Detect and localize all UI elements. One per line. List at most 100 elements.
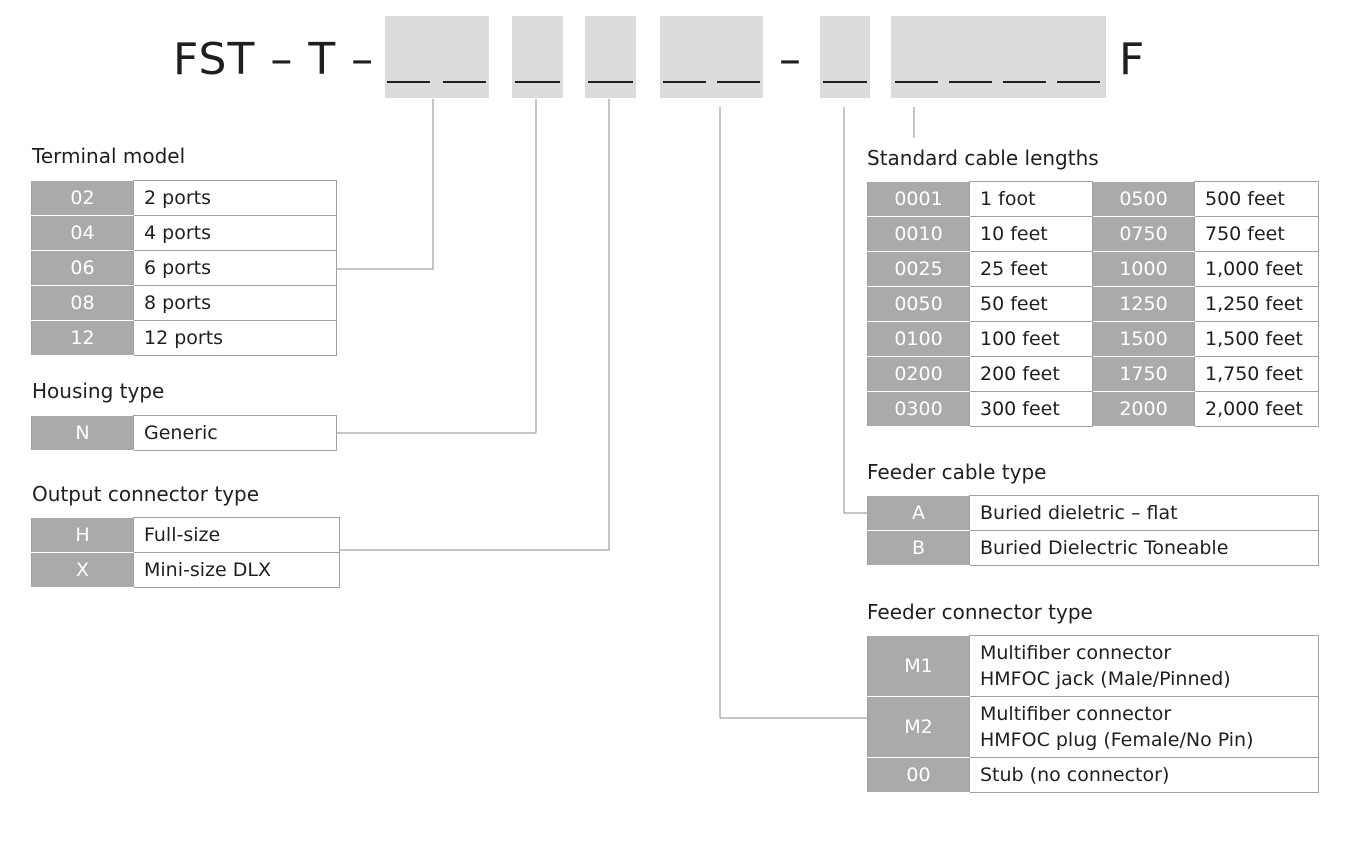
desc-cell: 300 feet — [969, 391, 1093, 427]
code-cell: 02 — [31, 180, 134, 216]
desc-cell: 750 feet — [1194, 216, 1319, 252]
blank-line — [1003, 81, 1046, 83]
desc-line-2: HMFOC plug (Female/No Pin) — [980, 729, 1254, 751]
connector-housing-type — [336, 99, 537, 434]
desc-cell: 1,000 feet — [1194, 251, 1319, 287]
table-row: 02 2 ports — [31, 180, 337, 216]
code-cell: 0200 — [867, 356, 970, 392]
slot-output-connector — [585, 16, 636, 98]
table-row: 0200 200 feet 1750 1,750 feet — [867, 356, 1319, 392]
table-row: 0001 1 foot 0500 500 feet — [867, 181, 1319, 217]
blank-line — [823, 81, 867, 83]
blank-line — [588, 81, 633, 83]
connector-output-connector — [339, 99, 610, 551]
cable-lengths-table: 0001 1 foot 0500 500 feet 0010 10 feet 0… — [867, 181, 1319, 427]
code-cell: 04 — [31, 215, 134, 251]
code-cell: M2 — [867, 696, 970, 758]
table-row: A Buried dieletric – flat — [867, 495, 1319, 531]
slot-cable-length — [891, 16, 1106, 98]
desc-cell: 1,500 feet — [1194, 321, 1319, 357]
slot-feeder-connector — [660, 16, 763, 98]
code-cell: 2000 — [1092, 391, 1195, 427]
housing-type-title: Housing type — [32, 379, 165, 403]
table-row: 0300 300 feet 2000 2,000 feet — [867, 391, 1319, 427]
desc-cell: 2 ports — [133, 180, 337, 216]
desc-line-2: HMFOC jack (Male/Pinned) — [980, 668, 1231, 690]
part-number-separator: – — [779, 34, 802, 85]
table-row: 0010 10 feet 0750 750 feet — [867, 216, 1319, 252]
code-cell: 0025 — [867, 251, 970, 287]
desc-cell: 50 feet — [969, 286, 1093, 322]
feeder-cable-title: Feeder cable type — [867, 460, 1047, 484]
blank-line — [717, 81, 760, 83]
desc-cell: Multifiber connector HMFOC jack (Male/Pi… — [969, 635, 1319, 697]
desc-cell: Mini-size DLX — [133, 552, 340, 588]
desc-cell: Stub (no connector) — [969, 757, 1319, 793]
desc-cell: Multifiber connector HMFOC plug (Female/… — [969, 696, 1319, 758]
blank-line — [1057, 81, 1100, 83]
desc-cell: 6 ports — [133, 250, 337, 286]
table-row: N Generic — [31, 415, 337, 451]
blank-line — [387, 81, 430, 83]
blank-line — [949, 81, 992, 83]
blank-line — [895, 81, 938, 83]
desc-cell: 2,000 feet — [1194, 391, 1319, 427]
feeder-connector-table: M1 Multifiber connector HMFOC jack (Male… — [867, 635, 1319, 793]
table-row: 06 6 ports — [31, 250, 337, 286]
part-number-prefix: FST – T – — [173, 34, 375, 85]
desc-cell: 10 feet — [969, 216, 1093, 252]
feeder-connector-title: Feeder connector type — [867, 600, 1093, 624]
connector-feeder-connector — [719, 107, 867, 719]
terminal-model-title: Terminal model — [32, 144, 186, 168]
output-connector-title: Output connector type — [32, 482, 260, 506]
code-cell: 0300 — [867, 391, 970, 427]
slot-housing-type — [512, 16, 563, 98]
part-number-suffix: F — [1119, 34, 1146, 85]
code-cell: 1000 — [1092, 251, 1195, 287]
table-row: 00 Stub (no connector) — [867, 757, 1319, 793]
connector-feeder-cable — [843, 107, 867, 514]
table-row: X Mini-size DLX — [31, 552, 340, 588]
connector-terminal-model — [336, 99, 434, 270]
desc-cell: 1,750 feet — [1194, 356, 1319, 392]
code-cell: 0100 — [867, 321, 970, 357]
table-row: 04 4 ports — [31, 215, 337, 251]
feeder-cable-table: A Buried dieletric – flat B Buried Diele… — [867, 495, 1319, 566]
part-number-template: FST – T – – F — [0, 0, 1351, 110]
code-cell: 0500 — [1092, 181, 1195, 217]
code-cell: M1 — [867, 635, 970, 697]
desc-cell: 200 feet — [969, 356, 1093, 392]
blank-line — [663, 81, 706, 83]
code-cell: 0001 — [867, 181, 970, 217]
terminal-model-table: 02 2 ports 04 4 ports 06 6 ports 08 8 po… — [31, 180, 337, 356]
code-cell: A — [867, 495, 970, 531]
desc-cell: 4 ports — [133, 215, 337, 251]
desc-line-1: Multifiber connector — [980, 703, 1172, 725]
table-row: 0050 50 feet 1250 1,250 feet — [867, 286, 1319, 322]
code-cell: 1750 — [1092, 356, 1195, 392]
code-cell: 1250 — [1092, 286, 1195, 322]
code-cell: B — [867, 530, 970, 566]
slot-feeder-cable — [820, 16, 870, 98]
code-cell: 12 — [31, 320, 134, 356]
table-row: M2 Multifiber connector HMFOC plug (Fema… — [867, 696, 1319, 758]
code-cell: 00 — [867, 757, 970, 793]
code-cell: 0010 — [867, 216, 970, 252]
code-cell: 0750 — [1092, 216, 1195, 252]
desc-cell: 25 feet — [969, 251, 1093, 287]
desc-cell: Buried Dielectric Toneable — [969, 530, 1319, 566]
code-cell: X — [31, 552, 134, 588]
blank-line — [443, 81, 486, 83]
desc-cell: 8 ports — [133, 285, 337, 321]
table-row: 0025 25 feet 1000 1,000 feet — [867, 251, 1319, 287]
desc-line-1: Multifiber connector — [980, 642, 1172, 664]
cable-lengths-title: Standard cable lengths — [867, 146, 1099, 170]
output-connector-table: H Full-size X Mini-size DLX — [31, 517, 340, 588]
table-row: 0100 100 feet 1500 1,500 feet — [867, 321, 1319, 357]
code-cell: 0050 — [867, 286, 970, 322]
blank-line — [515, 81, 560, 83]
desc-cell: 12 ports — [133, 320, 337, 356]
desc-cell: 100 feet — [969, 321, 1093, 357]
table-row: H Full-size — [31, 517, 340, 553]
